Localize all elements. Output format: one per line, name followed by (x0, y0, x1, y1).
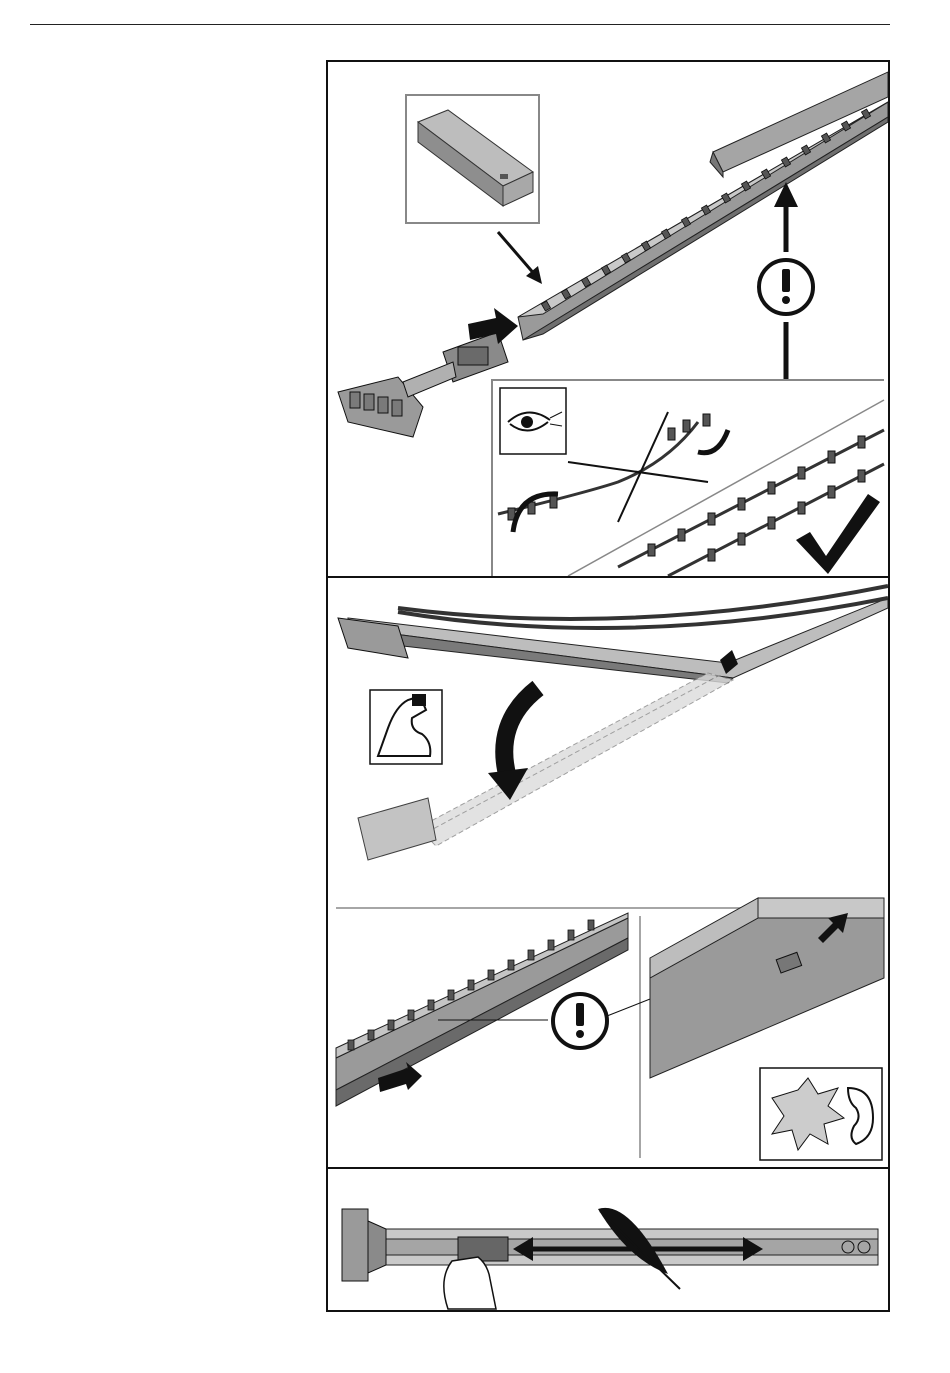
flexed-arm-icon (370, 690, 442, 764)
panel-fold-and-latch (328, 578, 888, 1169)
profile-inset (406, 95, 539, 223)
rail-assembly (518, 72, 888, 340)
panel-2-illustration (328, 578, 888, 1167)
chain-orientation-detail (492, 380, 884, 576)
ear-click-icon (760, 1068, 882, 1160)
panel-3-illustration (328, 1169, 888, 1310)
inset-pointer-arrow (498, 232, 542, 284)
eye-icon (500, 388, 566, 454)
top-rule (30, 24, 890, 25)
panel-slide-carriage (328, 1169, 888, 1310)
panel-1-illustration (328, 62, 888, 576)
panel-rail-assembly (328, 62, 888, 578)
correct-chains (618, 430, 884, 576)
folding-rail (338, 586, 888, 683)
warning-icon (759, 260, 813, 314)
carriage (338, 332, 508, 437)
carriage (458, 1237, 508, 1261)
latch-closeup (650, 898, 884, 1078)
instruction-frame (326, 60, 890, 1312)
checkmark-icon (796, 494, 880, 574)
